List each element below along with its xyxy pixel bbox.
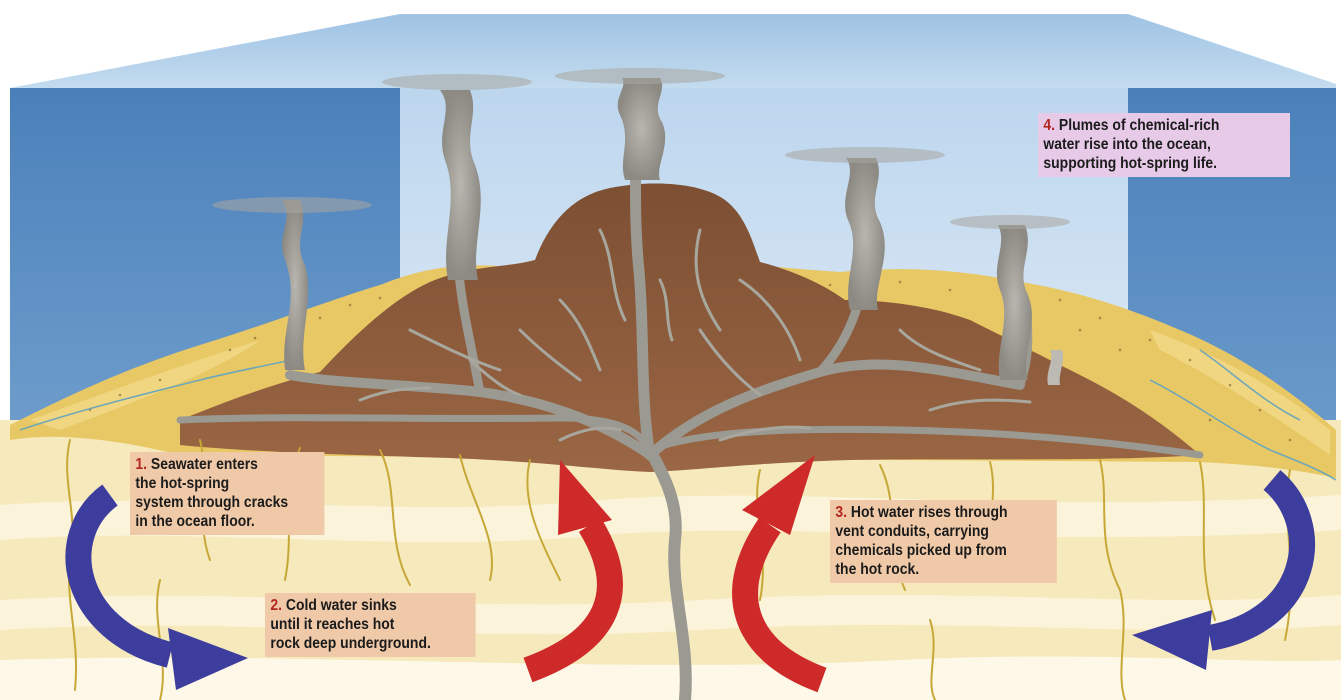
step-2-text: Cold water sinks until it reaches hot ro…: [270, 597, 430, 652]
step-3-text: Hot water rises through vent conduits, c…: [835, 504, 1007, 578]
step-3-callout: 3. Hot water rises through vent conduits…: [830, 500, 1057, 583]
step-3-number: 3.: [835, 504, 847, 521]
step-4-number: 4.: [1043, 117, 1055, 134]
step-2-number: 2.: [270, 597, 282, 614]
step-1-callout: 1. Seawater enters the hot-spring system…: [130, 452, 324, 535]
step-1-text: Seawater enters the hot-spring system th…: [135, 456, 288, 530]
step-2-callout: 2. Cold water sinks until it reaches hot…: [265, 593, 476, 657]
step-4-text: Plumes of chemical-rich water rise into …: [1043, 117, 1219, 172]
step-1-number: 1.: [135, 456, 147, 473]
step-4-callout: 4. Plumes of chemical-rich water rise in…: [1038, 113, 1290, 177]
